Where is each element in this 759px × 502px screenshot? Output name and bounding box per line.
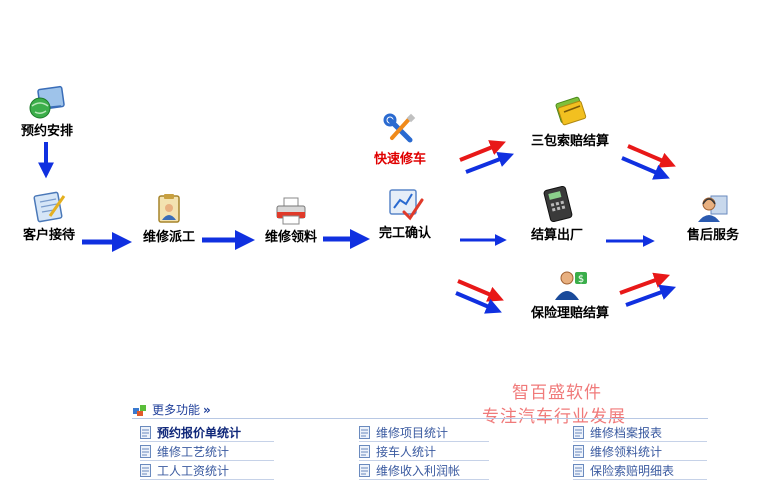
- link-divider: [140, 460, 274, 461]
- document-icon: [140, 425, 151, 439]
- link-materials-stats[interactable]: 维修领料统计: [573, 442, 662, 460]
- link-text: 保险索赔明细表: [590, 463, 675, 478]
- document-icon: [140, 463, 151, 477]
- link-income-profit[interactable]: 维修收入利润帐: [359, 461, 460, 479]
- link-text: 接车人统计: [376, 444, 437, 459]
- watermark-line-1: 智百盛软件: [512, 383, 602, 403]
- document-icon: [359, 444, 370, 458]
- customer-service-icon: [698, 195, 728, 222]
- link-text: 维修项目统计: [376, 425, 449, 440]
- node-label: 快速修车: [373, 152, 426, 167]
- document-icon: [573, 463, 584, 477]
- link-divider: [573, 441, 707, 442]
- document-icon: [140, 444, 151, 458]
- node-label: 维修领料: [264, 230, 317, 245]
- svg-text:$: $: [578, 274, 584, 285]
- node-label: 三包索赔结算: [530, 134, 609, 149]
- node-completion[interactable]: 完工确认: [372, 186, 438, 241]
- node-dispatch[interactable]: 维修派工: [136, 192, 202, 245]
- arrow-pair-from-insurance: [619, 272, 677, 307]
- arrow-pair-to-warranty: [459, 140, 514, 174]
- link-divider: [359, 441, 489, 442]
- link-text: 维修收入利润帐: [376, 463, 461, 478]
- pos-terminal-icon: [543, 185, 573, 223]
- node-label: 客户接待: [22, 228, 75, 243]
- more-functions-title: 更多功能: [152, 403, 201, 417]
- link-process-stats[interactable]: 维修工艺统计: [140, 442, 229, 460]
- link-divider: [573, 460, 707, 461]
- node-after-sales[interactable]: 售后服务: [680, 192, 746, 243]
- node-warranty-claim[interactable]: 三包索赔结算: [522, 94, 618, 149]
- link-divider: [573, 479, 707, 480]
- link-text: 维修档案报表: [590, 425, 663, 440]
- card-icon: [555, 96, 587, 126]
- node-checkout[interactable]: 结算出厂: [522, 184, 592, 243]
- link-text: 工人工资统计: [157, 463, 230, 478]
- link-divider: [140, 441, 274, 442]
- double-chevron-icon: »: [203, 402, 211, 417]
- node-label: 结算出厂: [530, 228, 583, 243]
- node-label: 完工确认: [378, 226, 431, 241]
- blocks-icon: [133, 404, 146, 416]
- link-wage-stats[interactable]: 工人工资统计: [140, 461, 229, 479]
- link-item-stats[interactable]: 维修项目统计: [359, 423, 448, 441]
- node-quick-repair[interactable]: 快速修车: [368, 112, 432, 167]
- wrench-screwdriver-icon: [383, 113, 416, 143]
- arrow-pair-to-insurance: [455, 279, 504, 314]
- link-divider: [140, 479, 274, 480]
- node-insurance-claim[interactable]: $ 保险理赔结算: [520, 268, 620, 321]
- watermark-line-2: 专注汽车行业发展: [482, 407, 626, 427]
- printer-icon: [276, 197, 306, 225]
- calendar-globe-icon: [29, 85, 65, 119]
- clipboard-worker-icon: [158, 194, 180, 223]
- link-receiver-stats[interactable]: 接车人统计: [359, 442, 436, 460]
- node-reception[interactable]: 客户接待: [14, 188, 84, 243]
- link-archive-report[interactable]: 维修档案报表: [573, 423, 662, 441]
- link-divider: [359, 460, 489, 461]
- link-divider: [359, 479, 489, 480]
- link-insurance-detail[interactable]: 保险索赔明细表: [573, 461, 674, 479]
- link-quote-stats[interactable]: 预约报价单统计: [140, 423, 241, 441]
- document-icon: [359, 463, 370, 477]
- header-divider: [132, 418, 708, 419]
- link-text: 维修领料统计: [590, 444, 663, 459]
- node-materials[interactable]: 维修领料: [258, 196, 324, 245]
- node-appointment[interactable]: 预约安排: [14, 84, 80, 139]
- node-label: 预约安排: [20, 124, 73, 139]
- node-label: 维修派工: [142, 230, 195, 245]
- chart-check-icon: [389, 189, 424, 221]
- node-label: 保险理赔结算: [530, 306, 609, 321]
- link-text: 维修工艺统计: [157, 444, 230, 459]
- document-icon: [573, 425, 584, 439]
- document-icon: [359, 425, 370, 439]
- link-text: 预约报价单统计: [157, 425, 242, 440]
- notepad-pen-icon: [33, 191, 66, 223]
- insurance-agent-icon: $: [555, 271, 587, 300]
- node-label: 售后服务: [686, 228, 739, 243]
- arrow-pair-from-warranty: [621, 144, 676, 180]
- more-functions-header[interactable]: 更多功能 »: [132, 401, 211, 418]
- document-icon: [573, 444, 584, 458]
